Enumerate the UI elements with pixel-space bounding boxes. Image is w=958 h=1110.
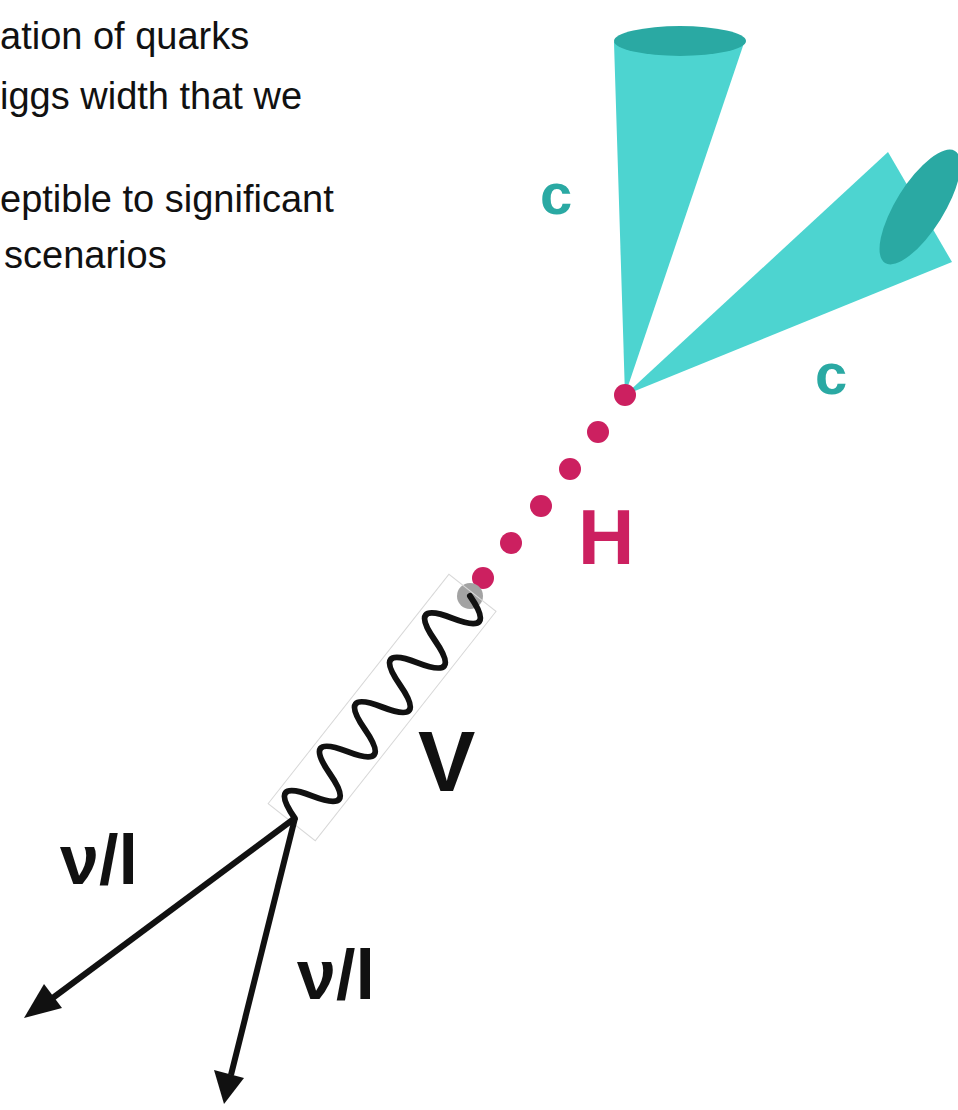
vector-boson-wave — [268, 574, 496, 840]
bullet-text: iggs width that we — [0, 77, 302, 115]
quark-label: c — [540, 165, 572, 223]
quark-label: c — [815, 345, 847, 403]
charm-jet-cone — [625, 138, 958, 395]
higgs-propagator-dots — [472, 384, 636, 589]
particle-label: ν/l — [297, 940, 375, 1010]
bullet-text: scenarios — [4, 236, 167, 274]
bullet-text: eptible to significant — [0, 180, 334, 218]
particle-label: V — [418, 718, 475, 804]
bullet-text: ation of quarks — [0, 17, 249, 55]
particle-label: ν/l — [60, 825, 138, 895]
lepton-arrows — [24, 818, 295, 1104]
particle-label: H — [578, 498, 634, 576]
